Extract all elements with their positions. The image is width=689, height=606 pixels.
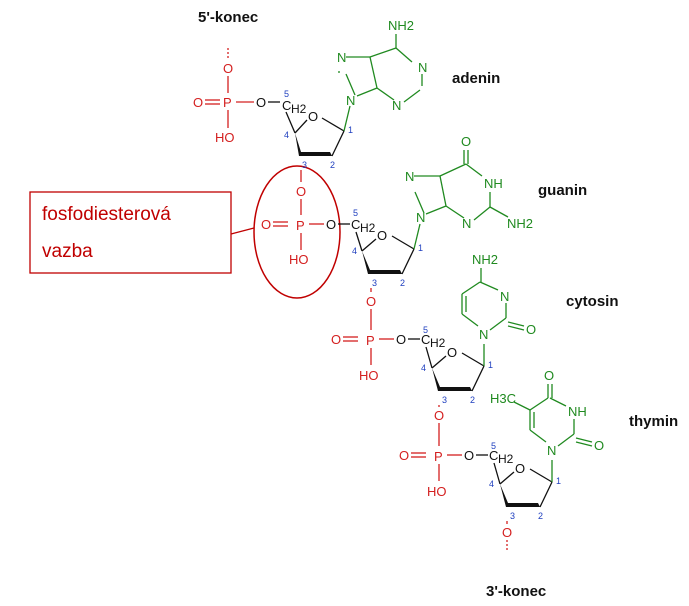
svg-text:O: O bbox=[377, 228, 387, 243]
svg-text:2: 2 bbox=[400, 278, 405, 288]
svg-text:P: P bbox=[366, 333, 375, 348]
svg-text:1: 1 bbox=[418, 243, 423, 253]
cytosine-base: N NH2 N O bbox=[461, 252, 536, 342]
svg-text:P: P bbox=[223, 95, 232, 110]
svg-text:H2: H2 bbox=[360, 221, 376, 235]
svg-text:O: O bbox=[308, 109, 318, 124]
base-label-guanin: guanin bbox=[538, 182, 587, 199]
svg-text:H2: H2 bbox=[430, 336, 446, 350]
svg-text:N: N bbox=[392, 98, 401, 113]
svg-text:HO: HO bbox=[289, 252, 309, 267]
svg-text:4: 4 bbox=[352, 246, 357, 256]
svg-text:O: O bbox=[399, 448, 409, 463]
svg-text:O: O bbox=[594, 438, 604, 453]
svg-text:N: N bbox=[462, 216, 471, 231]
svg-text:N: N bbox=[346, 93, 355, 108]
svg-text:C: C bbox=[421, 332, 430, 347]
thymine-base: N H3C O NH O bbox=[490, 368, 604, 458]
svg-text:NH2: NH2 bbox=[388, 18, 414, 33]
svg-text:HO: HO bbox=[427, 484, 447, 499]
phosphodiester-callout: fosfodiesterová vazba bbox=[29, 165, 341, 299]
svg-text:5: 5 bbox=[423, 325, 428, 335]
svg-text:O: O bbox=[544, 368, 554, 383]
svg-text:C: C bbox=[351, 217, 360, 232]
svg-text:N: N bbox=[500, 289, 509, 304]
svg-text:1: 1 bbox=[488, 360, 493, 370]
svg-text:O: O bbox=[223, 61, 233, 76]
svg-text:3: 3 bbox=[510, 511, 515, 521]
adenine-base: N N N N NH2 bbox=[337, 18, 427, 113]
svg-text:3: 3 bbox=[302, 160, 307, 170]
svg-text:O: O bbox=[515, 461, 525, 476]
three-prime-end-label: 3'-konec bbox=[486, 583, 546, 600]
svg-text:C: C bbox=[282, 98, 291, 113]
svg-text:NH2: NH2 bbox=[472, 252, 498, 267]
svg-text:HO: HO bbox=[215, 130, 235, 145]
guanine-base: N N N NH2 NH O bbox=[405, 134, 533, 231]
svg-text:O: O bbox=[447, 345, 457, 360]
svg-text:O: O bbox=[502, 525, 512, 540]
svg-text:N: N bbox=[418, 60, 427, 75]
svg-text:N: N bbox=[416, 210, 425, 225]
nucleotide-thymin: P O HO O 5 C H2 O 4 3 2 1 N H3C bbox=[399, 368, 678, 521]
svg-text:NH2: NH2 bbox=[507, 216, 533, 231]
svg-text:5: 5 bbox=[353, 208, 358, 218]
nucleotide-guanin: P O HO O 5 C H2 O 4 3 2 1 N N N bbox=[261, 134, 587, 288]
svg-text:2: 2 bbox=[470, 395, 475, 405]
nucleotide-adenin: O P O HO O 5 C H2 O 4 3 2 1 N N bbox=[193, 18, 500, 170]
svg-text:O: O bbox=[193, 95, 203, 110]
svg-text:O: O bbox=[434, 408, 444, 423]
svg-text:P: P bbox=[434, 449, 443, 464]
svg-text:O: O bbox=[366, 294, 376, 309]
svg-text:O: O bbox=[396, 332, 406, 347]
svg-text:1: 1 bbox=[556, 476, 561, 486]
svg-text:4: 4 bbox=[421, 363, 426, 373]
svg-text:C: C bbox=[489, 448, 498, 463]
svg-text:O: O bbox=[261, 217, 271, 232]
svg-text:4: 4 bbox=[489, 479, 494, 489]
svg-text:3: 3 bbox=[442, 395, 447, 405]
svg-text:O: O bbox=[326, 217, 336, 232]
svg-text:N: N bbox=[547, 443, 556, 458]
svg-text:O: O bbox=[256, 95, 266, 110]
svg-text:5: 5 bbox=[491, 441, 496, 451]
callout-line-1: fosfodiesterová bbox=[42, 204, 171, 225]
callout-line-2: vazba bbox=[42, 241, 93, 262]
svg-text:1: 1 bbox=[348, 125, 353, 135]
five-prime-end-label: 5'-konec bbox=[198, 9, 258, 26]
svg-text:O: O bbox=[526, 322, 536, 337]
svg-text:N: N bbox=[337, 50, 346, 65]
svg-text:2: 2 bbox=[538, 511, 543, 521]
svg-text:N: N bbox=[479, 327, 488, 342]
svg-text:NH: NH bbox=[484, 176, 503, 191]
svg-text:H3C: H3C bbox=[490, 391, 516, 406]
callout-box bbox=[29, 191, 232, 274]
svg-text:O: O bbox=[464, 448, 474, 463]
phosphodiester-highlight-ellipse bbox=[253, 165, 341, 299]
base-label-adenin: adenin bbox=[452, 70, 500, 87]
svg-text:O: O bbox=[331, 332, 341, 347]
svg-text:H2: H2 bbox=[498, 452, 514, 466]
svg-text:4: 4 bbox=[284, 130, 289, 140]
svg-text:5: 5 bbox=[284, 89, 289, 99]
svg-text:N: N bbox=[405, 169, 414, 184]
svg-text:2: 2 bbox=[330, 160, 335, 170]
base-label-cytosin: cytosin bbox=[566, 293, 619, 310]
svg-text:O: O bbox=[461, 134, 471, 149]
svg-text:P: P bbox=[296, 218, 305, 233]
callout-pointer bbox=[230, 227, 255, 235]
svg-text:3: 3 bbox=[372, 278, 377, 288]
svg-text:HO: HO bbox=[359, 368, 379, 383]
svg-text:NH: NH bbox=[568, 404, 587, 419]
base-label-thymin: thymin bbox=[629, 413, 678, 430]
svg-text:O: O bbox=[296, 184, 306, 199]
nucleotide-cytosin: P O HO O 5 C H2 O 4 3 2 1 N NH2 N bbox=[331, 252, 619, 405]
svg-text:H2: H2 bbox=[291, 102, 307, 116]
